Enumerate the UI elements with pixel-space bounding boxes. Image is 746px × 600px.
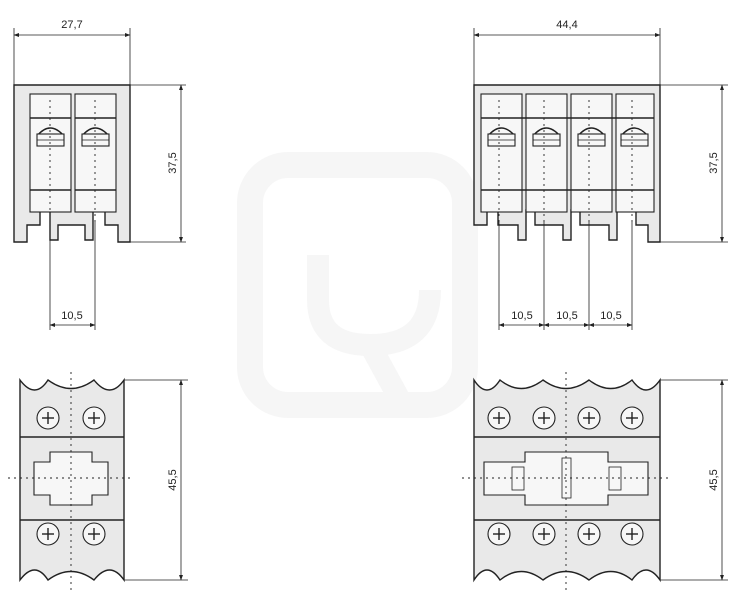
top-view-2-pole: 45,5 xyxy=(8,372,188,590)
screw-head-icon xyxy=(82,522,106,546)
screw-head-icon xyxy=(82,406,106,430)
dimension-height-label: 45,5 xyxy=(167,469,179,490)
screw-head-icon xyxy=(36,522,60,546)
terminal-screw-icon xyxy=(81,127,110,147)
dimension-height-label: 45,5 xyxy=(708,469,720,490)
watermark-logo xyxy=(237,152,478,418)
dimension-pitch-label: 10,5 xyxy=(61,310,82,322)
screw-head-icon xyxy=(532,522,556,546)
front-view-2-pole: 27,7 37,5 10,5 xyxy=(13,19,186,330)
top-view-4-pole: 45,5 xyxy=(462,372,728,590)
dimension-width-label: 44,4 xyxy=(556,19,577,31)
screw-head-icon xyxy=(36,406,60,430)
dimension-pitch-label: 10,5 xyxy=(556,310,577,322)
terminal-screw-icon xyxy=(620,127,649,147)
screw-head-icon xyxy=(487,406,511,430)
dimension-width-label: 27,7 xyxy=(61,19,82,31)
screw-head-icon xyxy=(532,406,556,430)
terminal-screw-icon xyxy=(577,127,606,147)
screw-head-icon xyxy=(577,522,601,546)
dimension-pitch-label: 10,5 xyxy=(511,310,532,322)
screw-head-icon xyxy=(487,522,511,546)
dimension-height-label: 37,5 xyxy=(708,152,720,173)
terminal-screw-icon xyxy=(532,127,561,147)
front-view-4-pole: 44,4 37,5 10,5 10,5 10,5 xyxy=(473,19,728,330)
terminal-screw-icon xyxy=(487,127,516,147)
screw-head-icon xyxy=(577,406,601,430)
screw-head-icon xyxy=(620,522,644,546)
terminal-screw-icon xyxy=(36,127,65,147)
dimension-pitch-label: 10,5 xyxy=(600,310,621,322)
screw-head-icon xyxy=(620,406,644,430)
dimension-height-label: 37,5 xyxy=(167,152,179,173)
